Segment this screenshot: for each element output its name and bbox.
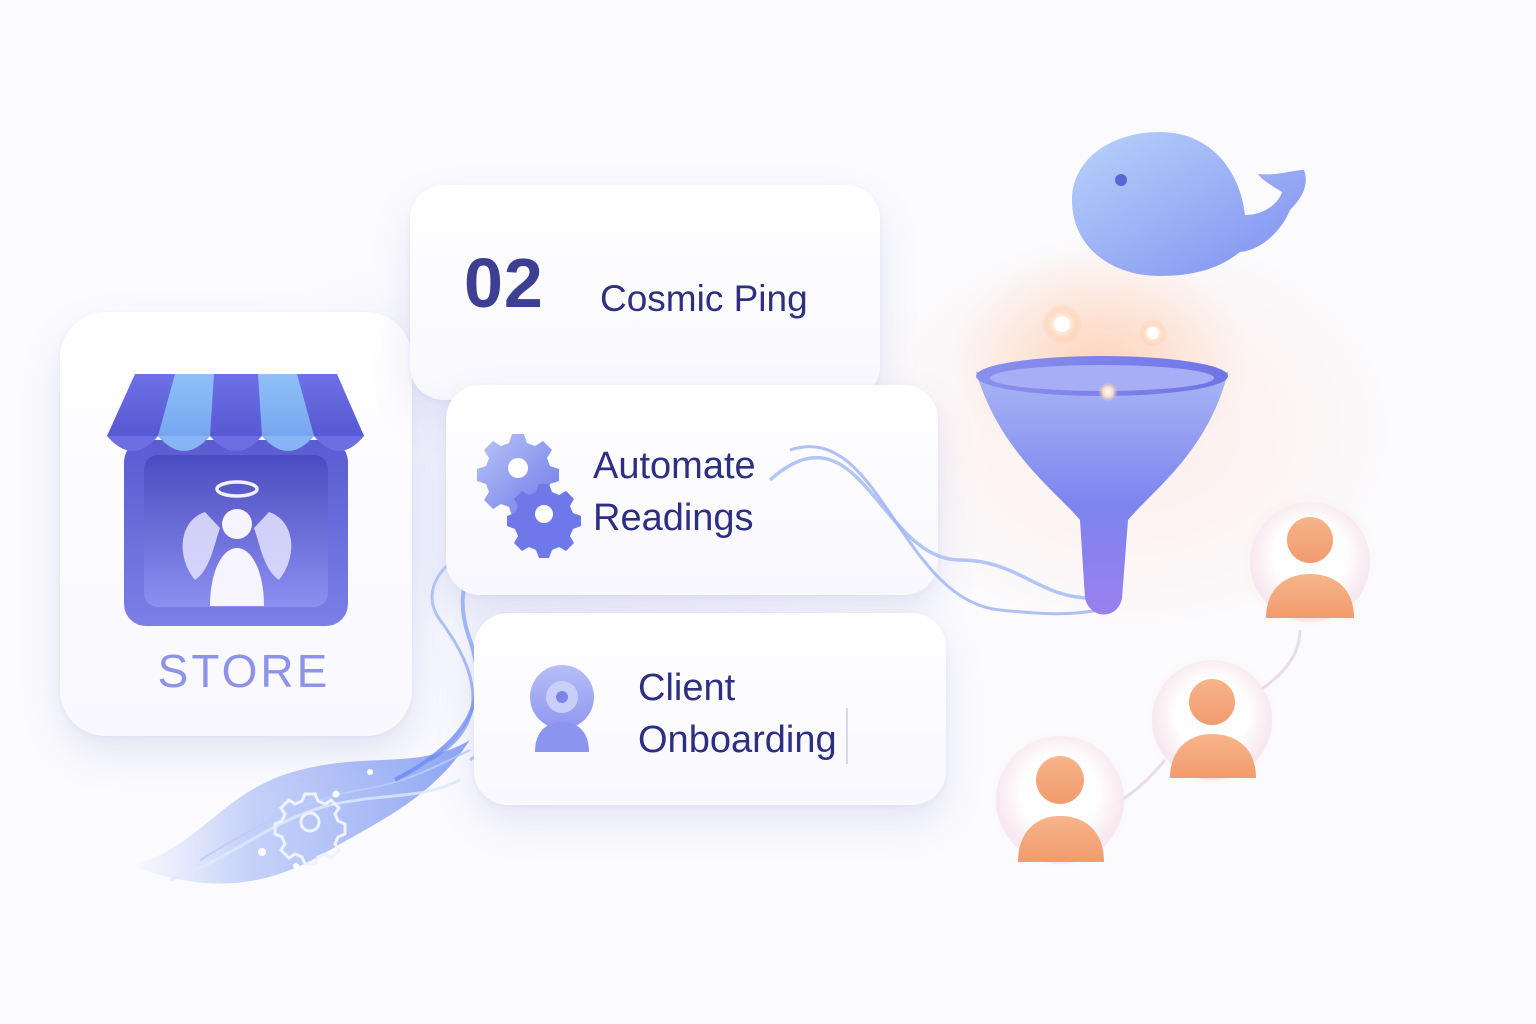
client-label-line1: Client: [638, 667, 736, 709]
gears-icon: [477, 434, 581, 558]
funnel-icon: [976, 356, 1228, 615]
automate-readings-label: Automate Readings: [593, 440, 756, 544]
person-icon: [986, 726, 1134, 874]
stream-gear-icon: [273, 792, 347, 866]
whale-icon: [1072, 132, 1306, 276]
text-cursor: [846, 708, 848, 764]
person-icon: [1142, 650, 1282, 790]
store-label: STORE: [157, 645, 331, 697]
automate-label-line1: Automate: [593, 445, 756, 487]
client-avatar-icon: [530, 665, 594, 752]
cosmic-ping-label: Cosmic Ping: [600, 278, 808, 319]
cosmic-ping-card[interactable]: [410, 185, 880, 400]
person-icon: [1240, 492, 1380, 632]
angel-icon: [182, 480, 292, 606]
step-number: 02: [464, 244, 544, 322]
client-onboarding-label: Client Onboarding: [638, 662, 837, 766]
automate-label-line2: Readings: [593, 497, 754, 539]
client-label-line2: Onboarding: [638, 719, 837, 761]
